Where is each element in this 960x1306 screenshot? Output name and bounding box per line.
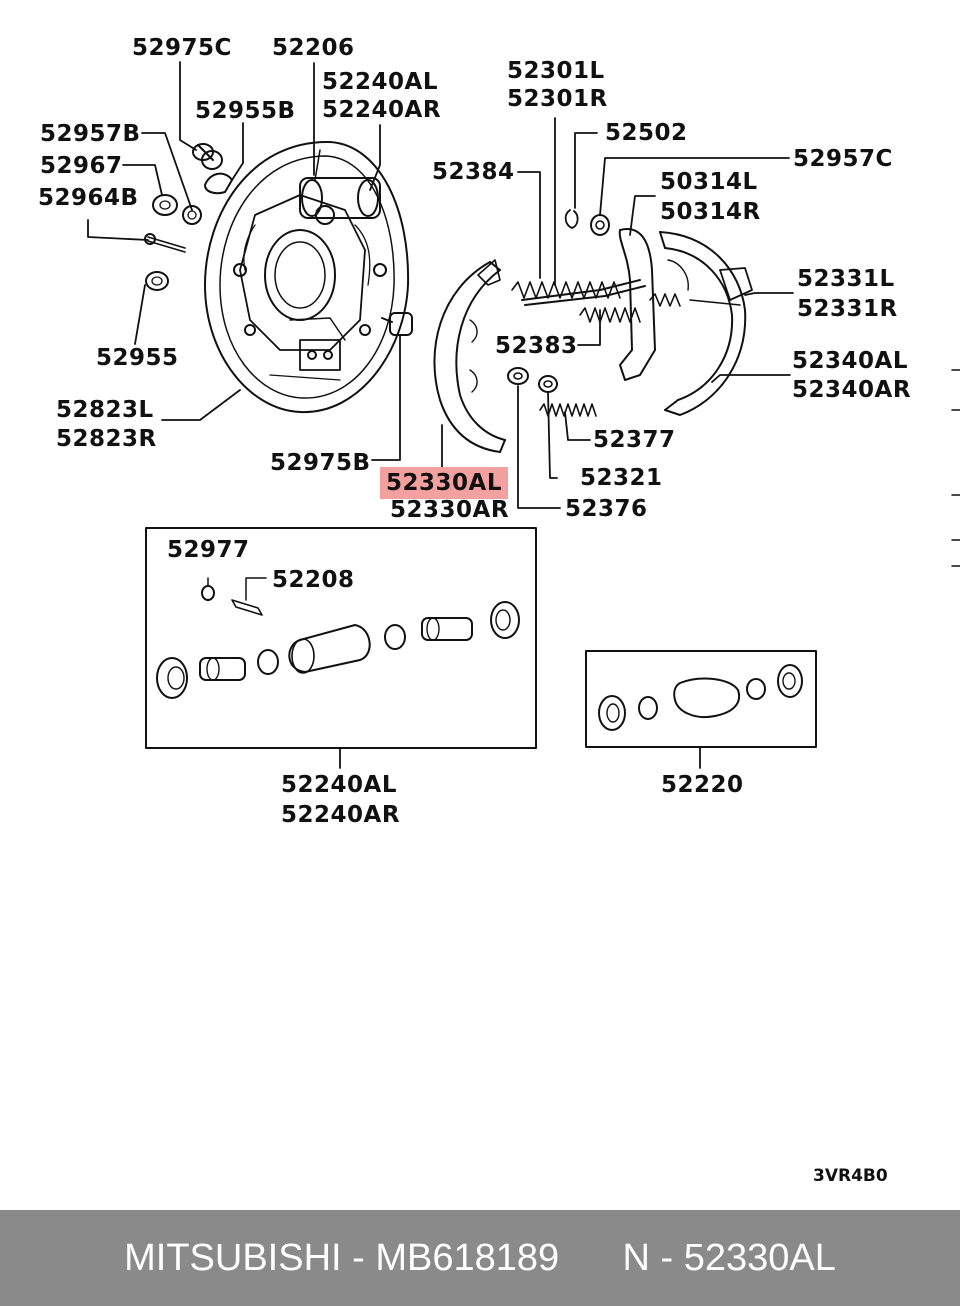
diagram-drawing (0, 0, 960, 1210)
label-52955B: 52955B (195, 98, 296, 124)
plate-cylinder-drawing (300, 150, 380, 224)
label-52340AL: 52340AL (792, 348, 908, 374)
left-fasteners-drawing (145, 144, 412, 335)
label-52975C: 52975C (132, 35, 232, 61)
parts-diagram: 52975C 52206 52240AL 52240AR 52955B 5295… (0, 0, 960, 1210)
label-52301R: 52301R (507, 86, 608, 112)
label-52975B: 52975B (270, 450, 371, 476)
footer-spacer (559, 1237, 622, 1280)
label-52967: 52967 (40, 153, 123, 179)
leader-lines-right (518, 118, 793, 508)
label-52331L: 52331L (797, 266, 895, 292)
leader-lines-left (88, 62, 400, 460)
footer-bar: MITSUBISHI - MB618189 N - 52330AL (0, 1210, 960, 1306)
label-52331R: 52331R (797, 296, 898, 322)
label-52376: 52376 (565, 496, 648, 522)
label-52957C: 52957C (793, 146, 893, 172)
label-50314L: 50314L (660, 169, 758, 195)
right-shoe-drawing (620, 229, 752, 415)
label-52383: 52383 (495, 333, 578, 359)
label-52206: 52206 (272, 35, 355, 61)
label-52384: 52384 (432, 159, 515, 185)
label-52977: 52977 (167, 537, 250, 563)
label-50314R: 50314R (660, 199, 761, 225)
brake-shoe-drawing (434, 260, 505, 470)
label-52955: 52955 (96, 345, 179, 371)
label-52321: 52321 (580, 465, 663, 491)
label-52220: 52220 (661, 772, 744, 798)
label-52301L: 52301L (507, 58, 605, 84)
label-52957B: 52957B (40, 121, 141, 147)
label-52823R: 52823R (56, 426, 157, 452)
label-52240AL-bottom: 52240AL (281, 772, 397, 798)
label-52330AR: 52330AR (390, 497, 510, 523)
label-52240AL-top: 52240AL (322, 69, 438, 95)
label-52964B: 52964B (38, 185, 139, 211)
label-52240AR-bottom: 52240AR (281, 802, 401, 828)
footer-ref-part: N - 52330AL (622, 1236, 836, 1279)
footer-brand-part: MITSUBISHI - MB618189 (124, 1236, 560, 1279)
edge-marks (952, 370, 960, 566)
label-52240AR-top: 52240AR (322, 97, 442, 123)
repair-kit-drawing (586, 651, 816, 768)
label-52340AR: 52340AR (792, 377, 912, 403)
label-52502: 52502 (605, 120, 688, 146)
label-52377: 52377 (593, 427, 676, 453)
label-52208: 52208 (272, 567, 355, 593)
label-52330AL-highlighted: 52330AL (380, 467, 508, 499)
wheel-cylinder-kit-drawing (146, 528, 536, 768)
diagram-code: 3VR4B0 (813, 1166, 888, 1186)
label-52823L: 52823L (56, 397, 154, 423)
